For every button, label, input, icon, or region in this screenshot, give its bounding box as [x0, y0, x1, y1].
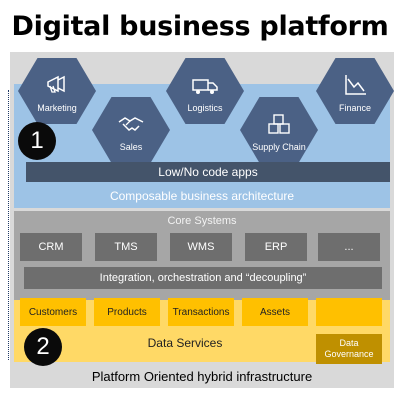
data-entity-box [316, 298, 382, 326]
system-box: ... [318, 233, 380, 261]
hex-label: Logistics [187, 103, 223, 113]
hex-supply-chain: Supply Chain [240, 97, 318, 163]
infrastructure-label: Platform Oriented hybrid infrastructure [91, 368, 313, 384]
step-marker-2: 2 [24, 328, 62, 366]
composable-architecture-label: Composable business architecture [109, 189, 295, 203]
core-systems-label: Core Systems [167, 215, 237, 227]
data-services-label: Data Services [147, 336, 223, 350]
hex-finance: Finance [316, 58, 394, 124]
diagram-title: Digital business platform [11, 10, 389, 42]
hex-label: Finance [338, 103, 372, 113]
chart-icon [345, 75, 366, 95]
left-dotted-line [8, 90, 9, 360]
handshake-icon [118, 117, 144, 131]
boxes-icon [268, 114, 290, 134]
system-box: WMS [170, 233, 232, 261]
hex-sales: Sales [92, 97, 170, 163]
hex-marketing: Marketing [18, 58, 96, 124]
hex-label: Marketing [37, 103, 77, 113]
data-entity-box: Assets [242, 298, 308, 326]
hex-label: Supply Chain [252, 142, 306, 152]
data-governance-box: Data Governance [316, 334, 382, 364]
step-marker-1: 1 [18, 122, 56, 160]
system-box: CRM [20, 233, 82, 261]
system-box: ERP [245, 233, 307, 261]
truck-icon [192, 79, 218, 94]
hex-label: Sales [119, 142, 143, 152]
megaphone-icon [47, 75, 65, 93]
low-code-apps-bar: Low/No code apps [26, 162, 390, 182]
hex-logistics: Logistics [166, 58, 244, 124]
system-box: TMS [95, 233, 157, 261]
data-entity-box: Customers [20, 298, 86, 326]
data-entity-box: Products [94, 298, 160, 326]
data-entity-box: Transactions [168, 298, 234, 326]
integration-bar: Integration, orchestration and “decoupli… [24, 267, 382, 289]
